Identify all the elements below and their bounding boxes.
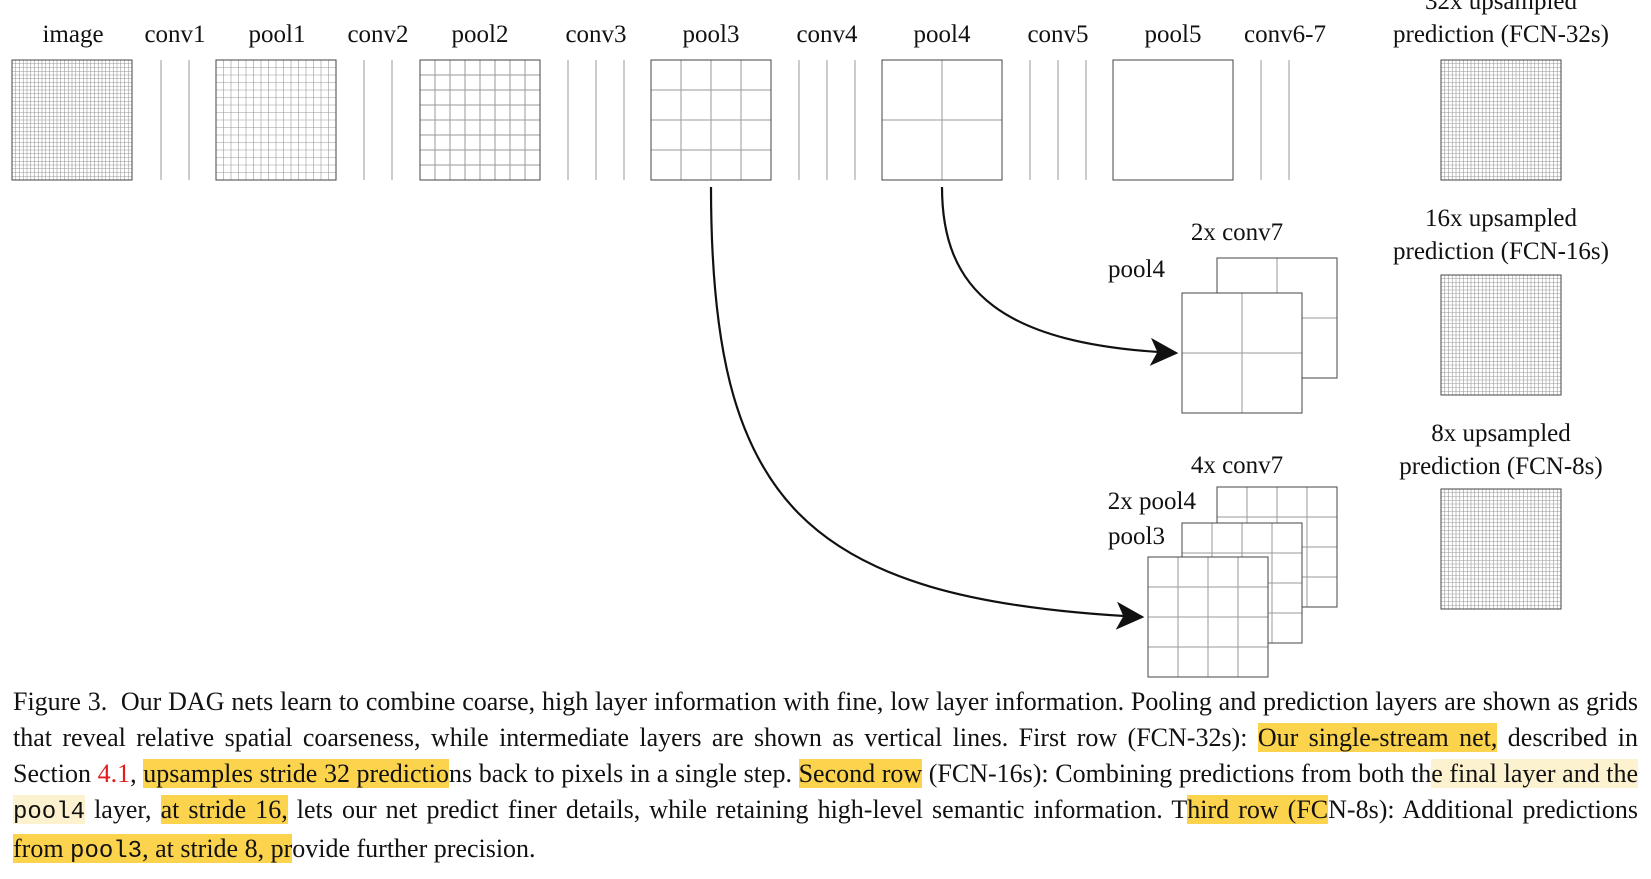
- conv3-lines: [567, 60, 625, 180]
- grid-pool1: [215, 59, 337, 181]
- layer-label-conv2: conv2: [347, 21, 408, 48]
- caption-text-6: lets our net predict finer details, whil…: [296, 795, 1188, 824]
- conv5-lines: [1029, 60, 1087, 180]
- stack3-pool3-grid: [1147, 556, 1269, 678]
- caption-text-2: described in Section: [13, 723, 1639, 788]
- row2-label-line1: 16x upsampled: [1425, 205, 1578, 232]
- grid-pool2: [419, 59, 541, 181]
- layer-labels: image conv1 pool1 conv2 pool2 conv3 pool…: [42, 21, 1326, 48]
- layer-label-conv5: conv5: [1027, 21, 1088, 48]
- caption-highlight-upsamples: upsamples stride 32 predictio: [143, 759, 449, 788]
- layer-label-pool3: pool3: [683, 21, 740, 48]
- arrow-pool4-to-stack2: [940, 186, 1179, 366]
- layer-label-image: image: [42, 21, 103, 48]
- caption-highlight-second-row: Second row: [798, 759, 923, 788]
- arrow-pool3-to-stack3: [709, 186, 1145, 630]
- row3-grid-stack: 4x conv7 2x pool4 pool3: [1108, 452, 1338, 678]
- caption-from-text: from: [13, 834, 64, 863]
- layer-label-pool5: pool5: [1145, 21, 1202, 48]
- row2-label-line2: prediction (FCN-16s): [1393, 238, 1609, 265]
- caption-highlight-pool3: from pool3, at stride 8, pr: [13, 834, 293, 865]
- layer-label-pool1: pool1: [249, 21, 306, 48]
- stack3-label-pool3: pool3: [1108, 523, 1165, 550]
- layer-label-conv6-7: conv6-7: [1244, 21, 1326, 48]
- grid-pool3: [650, 59, 772, 181]
- caption-stride8-text: , at stride 8, pr: [142, 834, 293, 863]
- caption-comma: ,: [130, 759, 137, 788]
- layer-label-pool2: pool2: [452, 21, 509, 48]
- stack3-label-pool4: 2x pool4: [1108, 488, 1197, 515]
- caption-highlight-third-row: hird row (FC: [1187, 795, 1329, 824]
- conv4-lines: [798, 60, 856, 180]
- row1-label-line2: prediction (FCN-32s): [1393, 21, 1609, 48]
- caption-text-3: ns back to pixels in a single step.: [448, 759, 792, 788]
- grid-pool4: [881, 59, 1003, 181]
- caption-text-1: Our DAG nets learn to combine coarse, hi…: [13, 687, 1638, 752]
- caption-text-7: N-8s): Additional predictions: [1328, 795, 1639, 824]
- caption-text-4: (FCN-16s): Combining predictions from bo…: [928, 759, 1432, 788]
- section-reference-link[interactable]: 4.1: [97, 759, 131, 788]
- grid-prediction-fcn32s: [1440, 59, 1562, 181]
- row3-label-line1: 8x upsampled: [1431, 420, 1571, 447]
- layer-label-pool4: pool4: [914, 21, 971, 48]
- grid-pool5: [1112, 59, 1234, 181]
- stack2-label-conv7: 2x conv7: [1191, 219, 1283, 246]
- conv-layer-lines: [160, 60, 1290, 180]
- fcn-architecture-diagram: image conv1 pool1 conv2 pool2 conv3 pool…: [11, 0, 1609, 678]
- caption-text-5: layer,: [94, 795, 152, 824]
- figure-caption: Figure 3. Our DAG nets learn to combine …: [13, 684, 1639, 870]
- conv6-7-lines: [1260, 60, 1290, 180]
- stack3-label-conv7: 4x conv7: [1191, 452, 1283, 479]
- grid-image: [11, 59, 133, 181]
- row2-grid-stack: 2x conv7 pool4: [1108, 219, 1338, 414]
- row1-label-line1: 32x upsampled: [1425, 0, 1578, 15]
- layer-label-conv1: conv1: [144, 21, 205, 48]
- caption-code-pool3: pool3: [70, 838, 143, 865]
- caption-figure-label: Figure 3.: [13, 687, 108, 716]
- conv1-lines: [160, 60, 190, 180]
- conv2-lines: [363, 60, 393, 180]
- grid-prediction-fcn8s: [1440, 488, 1562, 610]
- caption-highlight-stride16: at stride 16,: [160, 795, 288, 824]
- grid-prediction-fcn16s: [1440, 274, 1562, 396]
- layer-label-conv4: conv4: [796, 21, 858, 48]
- stack2-label-pool4: pool4: [1108, 256, 1165, 283]
- stack2-pool4-grid: [1181, 292, 1303, 414]
- caption-highlight-single-stream: Our single-stream net,: [1257, 723, 1498, 752]
- caption-final-layer-text: e final layer and the: [1431, 759, 1639, 788]
- prediction-labels: 32x upsampled prediction (FCN-32s) 16x u…: [1393, 0, 1609, 480]
- layer-label-conv3: conv3: [565, 21, 626, 48]
- row3-label-line2: prediction (FCN-8s): [1399, 453, 1602, 480]
- caption-code-pool4: pool4: [13, 799, 86, 826]
- caption-text-8: ovide further precision.: [292, 834, 536, 863]
